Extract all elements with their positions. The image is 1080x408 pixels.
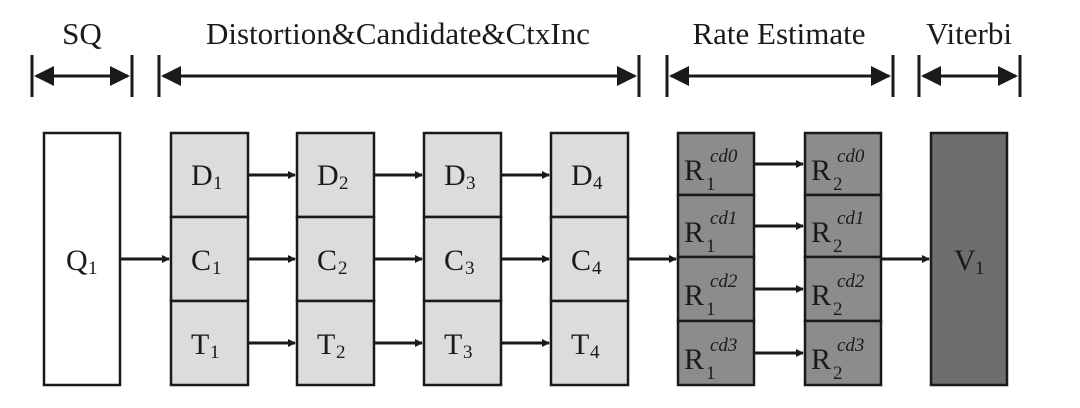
block-d1: D 1 [169, 131, 250, 219]
arrows-rate [754, 160, 804, 357]
block-t4: T 4 [549, 299, 630, 387]
block-c1-sub: 1 [212, 258, 222, 279]
block-r1-cd1-letter: R [684, 216, 704, 249]
block-r1-cd1-sup: cd1 [710, 208, 737, 229]
block-r2-cd2-sub: 2 [833, 299, 843, 320]
block-v1-letter: V [954, 244, 976, 277]
block-r1-cd2-sub: 1 [706, 299, 716, 320]
block-t2-letter: T [317, 328, 335, 361]
block-r2-cd3-sup: cd3 [837, 335, 864, 356]
block-r1-cd1: R 1 cd1 [676, 193, 756, 259]
span-viterbi [917, 55, 1022, 97]
block-r2-cd1-sub: 2 [833, 236, 843, 257]
block-c4: C 4 [549, 215, 630, 303]
block-d2-letter: D [317, 159, 339, 192]
block-d2: D 2 [295, 131, 376, 219]
block-r2-cd1: R 2 cd1 [803, 193, 883, 259]
arrows-dct [248, 171, 550, 347]
block-r1-cd3-letter: R [684, 343, 704, 376]
block-q1: Q 1 [42, 131, 122, 387]
block-v1: V 1 [929, 131, 1009, 387]
block-c2-letter: C [317, 244, 337, 277]
block-c3: C 3 [422, 215, 503, 303]
stage-label-distortion: Distortion&Candidate&CtxInc [206, 16, 590, 51]
block-r2-cd2-sup: cd2 [837, 271, 865, 292]
block-d4-sub: 4 [593, 173, 603, 194]
block-t1-letter: T [191, 328, 209, 361]
block-d4-letter: D [571, 159, 593, 192]
block-c3-sub: 3 [465, 258, 475, 279]
block-d2-sub: 2 [339, 173, 349, 194]
block-t2-sub: 2 [336, 342, 346, 363]
block-t1-sub: 1 [210, 342, 220, 363]
block-r1-cd2-letter: R [684, 279, 704, 312]
block-r1-cd0-letter: R [684, 154, 704, 187]
block-r2-cd2: R 2 cd2 [803, 255, 883, 323]
block-r1-cd0: R 1 cd0 [676, 131, 756, 197]
block-d1-letter: D [191, 159, 213, 192]
block-t2: T 2 [295, 299, 376, 387]
block-v1-sub: 1 [975, 258, 985, 279]
block-r2-cd0: R 2 cd0 [803, 131, 883, 197]
block-r1-cd1-sub: 1 [706, 236, 716, 257]
stage-label-viterbi: Viterbi [926, 16, 1012, 51]
span-distortion [157, 55, 641, 97]
block-c3-letter: C [444, 244, 464, 277]
block-d3-sub: 3 [466, 173, 476, 194]
block-r1-cd0-sub: 1 [706, 174, 716, 195]
block-d3-letter: D [444, 159, 466, 192]
block-q1-sub: 1 [88, 258, 98, 279]
block-r2-cd3: R 2 cd3 [803, 319, 883, 387]
block-d4: D 4 [549, 131, 630, 219]
block-t3-sub: 3 [463, 342, 473, 363]
block-r1-cd3-sup: cd3 [710, 335, 737, 356]
block-r1-cd2: R 1 cd2 [676, 255, 756, 323]
span-sq [30, 55, 134, 97]
block-r2-cd1-sup: cd1 [837, 208, 864, 229]
block-c2: C 2 [295, 215, 376, 303]
block-r2-cd0-sup: cd0 [837, 146, 865, 167]
block-r2-cd0-letter: R [811, 154, 831, 187]
block-t4-letter: T [571, 328, 589, 361]
block-r2-cd0-sub: 2 [833, 174, 843, 195]
block-t4-sub: 4 [590, 342, 600, 363]
block-r2-cd2-letter: R [811, 279, 831, 312]
stage-label-rate-estimate: Rate Estimate [692, 16, 865, 51]
block-r1-cd3-sub: 1 [706, 363, 716, 384]
block-r2-cd3-sub: 2 [833, 363, 843, 384]
block-r2-cd1-letter: R [811, 216, 831, 249]
block-t3: T 3 [422, 299, 503, 387]
block-r1-cd3: R 1 cd3 [676, 319, 756, 387]
block-q1-letter: Q [66, 244, 88, 277]
span-rate-estimate [665, 55, 895, 97]
block-t1: T 1 [169, 299, 250, 387]
block-d1-sub: 1 [213, 173, 223, 194]
block-r2-cd3-letter: R [811, 343, 831, 376]
block-c1: C 1 [169, 215, 250, 303]
block-c4-sub: 4 [592, 258, 602, 279]
stage-label-sq: SQ [62, 16, 102, 51]
block-t3-letter: T [444, 328, 462, 361]
block-c4-letter: C [571, 244, 591, 277]
block-r1-cd2-sup: cd2 [710, 271, 738, 292]
block-c1-letter: C [191, 244, 211, 277]
block-d3: D 3 [422, 131, 503, 219]
block-r1-cd0-sup: cd0 [710, 146, 738, 167]
block-c2-sub: 2 [338, 258, 348, 279]
